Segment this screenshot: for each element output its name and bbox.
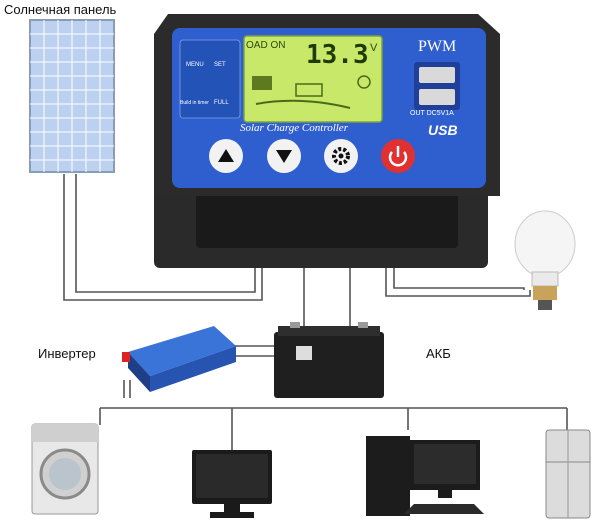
battery-device <box>274 322 384 398</box>
lcd-bulb-icon <box>357 75 371 89</box>
solar-panel <box>29 19 115 173</box>
usb-port-2 <box>419 89 455 105</box>
washing-machine <box>31 423 99 515</box>
solar-panel-label: Солнечная панель <box>4 2 117 17</box>
lcd-voltage-unit: V <box>370 42 378 54</box>
desktop-computer <box>366 436 484 516</box>
menu-key-label: MENU <box>186 62 204 68</box>
charge-controller <box>154 14 500 268</box>
inverter-label: Инвертер <box>38 346 96 361</box>
inverter-device <box>122 326 236 392</box>
usb-spec-text: OUT DC5V1A <box>410 110 454 117</box>
set-key-label: SET <box>214 62 226 68</box>
controller-brand: PWM <box>418 38 457 55</box>
up-arrow-icon <box>218 149 234 162</box>
refrigerator <box>545 429 591 519</box>
timer-key-label: Build in timer <box>180 100 209 106</box>
wires <box>63 174 568 450</box>
lcd-panel-icon <box>252 76 272 90</box>
full-key-label: FULL <box>214 100 229 106</box>
usb-label: USB <box>428 122 458 138</box>
power-icon <box>388 151 408 167</box>
controller-title: Solar Charge Controller <box>240 122 348 134</box>
usb-port-1 <box>419 67 455 83</box>
battery-label: АКБ <box>426 346 451 361</box>
lcd-mode-text: OAD ON <box>246 40 286 51</box>
lcd-voltage-value: 13.3 <box>306 40 369 70</box>
monitor <box>192 450 272 518</box>
down-arrow-icon <box>276 150 292 163</box>
gear-icon <box>332 147 350 165</box>
lcd-battery-icon <box>295 83 323 97</box>
light-bulb <box>514 210 576 310</box>
